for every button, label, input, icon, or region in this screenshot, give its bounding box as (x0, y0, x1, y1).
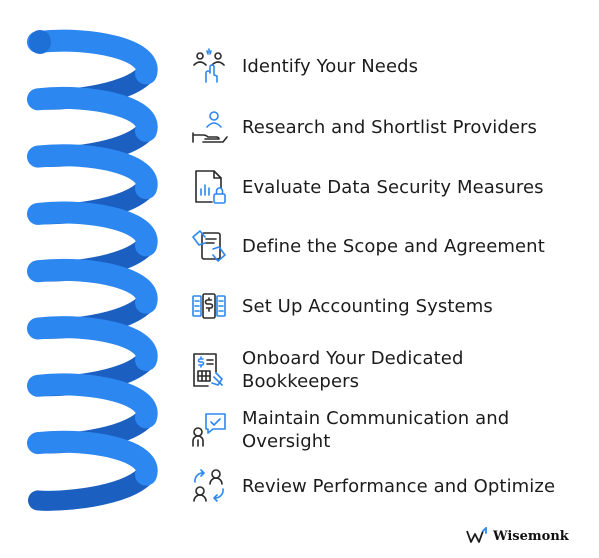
step-label: Identify Your Needs (242, 55, 419, 77)
spring-coil-front-segment (27, 373, 158, 429)
step-maintain-communication: Maintain Communication and Oversight (190, 407, 582, 453)
money-panels-icon (190, 287, 228, 325)
people-cycle-icon (190, 467, 228, 505)
step-evaluate-security: Evaluate Data Security Measures (190, 168, 544, 206)
spring-coil-front-segment (27, 316, 158, 372)
invoice-calculator-icon (190, 351, 228, 389)
spring-coil-front-segment (27, 201, 158, 257)
step-onboard-bookkeepers: Onboard Your Dedicated Bookkeepers (190, 347, 582, 393)
step-label: Define the Scope and Agreement (242, 235, 545, 257)
spring-coil-front-segment (27, 29, 158, 85)
step-research-providers: Research and Shortlist Providers (190, 108, 537, 146)
step-label: Research and Shortlist Providers (242, 116, 538, 138)
spring-coil-front-segment (27, 430, 158, 486)
spring-coil-front-segment (27, 258, 158, 314)
step-label: Onboard Your Dedicated Bookkeepers (242, 348, 464, 392)
spring-coil-back-segment (28, 464, 156, 511)
hand-user-icon (190, 108, 228, 146)
person-chat-check-icon (190, 411, 228, 449)
chart-lock-icon (190, 168, 228, 206)
spring-top-end (29, 30, 51, 54)
wisemonk-logo-icon (466, 527, 487, 543)
spring-coil-front-segment (27, 86, 158, 142)
step-label: Set Up Accounting Systems (242, 295, 493, 317)
step-accounting-systems: Set Up Accounting Systems (190, 287, 493, 325)
step-label: Maintain Communication and Oversight (242, 408, 510, 452)
step-define-scope: Define the Scope and Agreement (190, 227, 545, 265)
spring-coil-front-segment (27, 144, 158, 200)
step-review-performance: Review Performance and Optimize (190, 467, 555, 505)
people-hand-icon (190, 47, 228, 85)
brand-mark: Wisemonk (465, 527, 569, 545)
step-label: Review Performance and Optimize (242, 475, 556, 497)
spring-front-arcs (27, 29, 158, 486)
step-label: Evaluate Data Security Measures (242, 176, 544, 198)
brand-name: Wisemonk (493, 528, 569, 544)
handshake-document-icon (190, 227, 228, 265)
step-identify-needs: Identify Your Needs (190, 47, 418, 85)
